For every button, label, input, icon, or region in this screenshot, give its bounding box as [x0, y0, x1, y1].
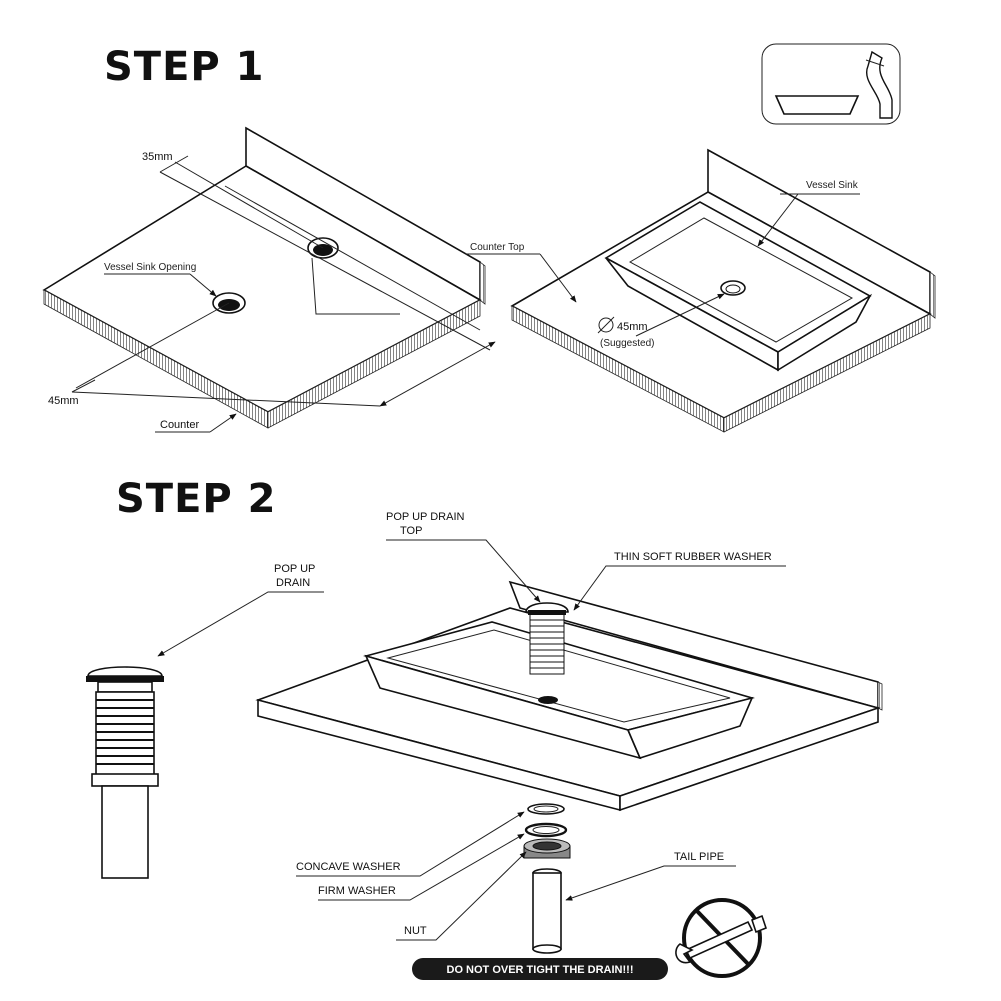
firm-washer-label: FIRM WASHER	[318, 885, 396, 897]
pop-up-drain-part	[86, 666, 164, 879]
vessel-sink-opening-label: Vessel Sink Opening	[104, 262, 196, 273]
warning-banner: DO NOT OVER TIGHT THE DRAIN!!!	[412, 958, 668, 980]
counter-left	[42, 126, 496, 429]
diameter-label: 45mm	[617, 321, 648, 333]
dim-35mm-label: 35mm	[142, 151, 173, 163]
step2-title: STEP 2	[116, 476, 277, 522]
thin-soft-rubber-washer-label: THIN SOFT RUBBER WASHER	[614, 551, 772, 563]
pop-up-drain-top-label-2: TOP	[400, 525, 422, 537]
vessel-sink-label: Vessel Sink	[806, 180, 859, 191]
pop-up-drain-top-label-1: POP UP DRAIN	[386, 511, 465, 523]
counter-label: Counter	[160, 419, 199, 431]
drain-hardware-stack	[523, 803, 571, 954]
pop-up-drain-label-2: DRAIN	[276, 577, 310, 589]
vessel-sink-faucet-icon	[761, 43, 901, 125]
no-wrench-icon	[675, 898, 767, 978]
dim-45mm-label: 45mm	[48, 395, 79, 407]
counter-with-sink	[255, 580, 883, 812]
pop-up-drain-label-1: POP UP	[274, 563, 315, 575]
counter-right	[465, 148, 936, 433]
tail-pipe-label: TAIL PIPE	[674, 851, 724, 863]
concave-washer-label: CONCAVE WASHER	[296, 861, 401, 873]
nut-label: NUT	[404, 925, 427, 937]
suggested-label: (Suggested)	[600, 338, 654, 349]
step1-title: STEP 1	[104, 44, 265, 90]
warning-text: DO NOT OVER TIGHT THE DRAIN!!!	[447, 964, 634, 976]
counter-top-label: Counter Top	[470, 242, 525, 253]
